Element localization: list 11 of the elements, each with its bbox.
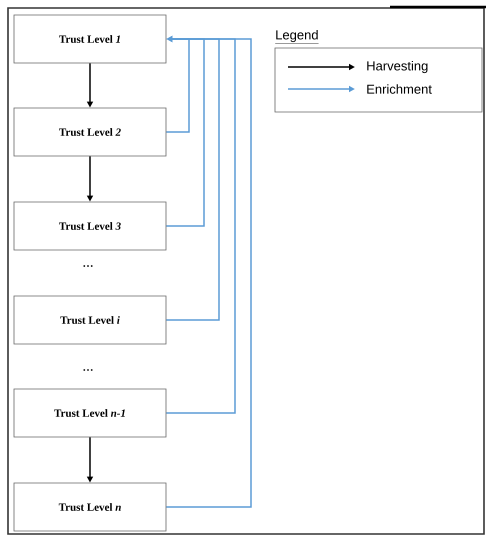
legend-text: Enrichment — [367, 84, 432, 94]
level-box: Trust Level i — [14, 296, 166, 344]
ellipsis: … — [83, 369, 93, 371]
level-box: Trust Level 2 — [14, 108, 166, 156]
level-box: Trust Level n — [14, 482, 166, 532]
legend-text: Harvesting — [367, 60, 428, 74]
level-box: Trust Level 1 — [14, 14, 166, 64]
level-box: Trust Level 3 — [14, 202, 166, 250]
ellipsis: … — [83, 265, 93, 267]
level-box: Trust Level n-1 — [14, 388, 166, 438]
legend-title: Legend — [275, 30, 319, 44]
